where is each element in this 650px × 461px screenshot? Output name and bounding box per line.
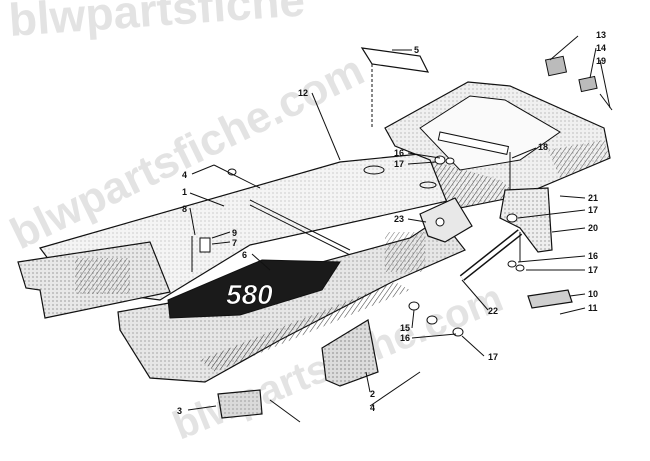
left-side-rail — [17, 241, 171, 319]
callout-4-top: 4 — [182, 170, 187, 180]
bracket-plate — [419, 197, 473, 243]
reflector-13 — [544, 55, 568, 77]
callout-4-lower: 4 — [370, 403, 375, 413]
decal-580: 580 — [167, 259, 341, 319]
axle-rod — [459, 229, 523, 281]
callout-14: 14 — [596, 43, 606, 53]
callout-15: 15 — [400, 323, 410, 333]
callout-17-top: 17 — [394, 159, 404, 169]
reflector-10 — [527, 289, 573, 309]
callout-labels: 1 2 3 4 4 5 6 7 8 9 10 11 12 13 14 15 16… — [177, 30, 606, 416]
callout-23: 23 — [394, 214, 404, 224]
callout-2: 2 — [370, 389, 375, 399]
callout-16-lower: 16 — [400, 333, 410, 343]
callout-12: 12 — [298, 88, 308, 98]
callout-20: 20 — [588, 223, 598, 233]
callout-16-top: 16 — [394, 148, 404, 158]
callout-17-right-lower: 17 — [588, 265, 598, 275]
callout-13: 13 — [596, 30, 606, 40]
callout-22: 22 — [488, 306, 498, 316]
callout-16-right: 16 — [588, 251, 598, 261]
decal-text: 580 — [226, 279, 273, 310]
callout-6: 6 — [242, 250, 247, 260]
hardware — [191, 152, 525, 337]
callout-9: 9 — [232, 228, 237, 238]
leader-lines — [187, 35, 611, 423]
bumper-assembly — [384, 81, 611, 211]
part-plate-5 — [360, 47, 430, 73]
bumper-bracket — [499, 187, 553, 253]
callout-10: 10 — [588, 289, 598, 299]
callout-3: 3 — [177, 406, 182, 416]
callout-17-lower: 17 — [488, 352, 498, 362]
mount-bracket-2 — [321, 319, 379, 387]
watermark-top: blwpartsfiche — [7, 0, 306, 46]
callout-17-right-upper: 17 — [588, 205, 598, 215]
callout-11: 11 — [588, 303, 598, 313]
callout-7: 7 — [232, 238, 237, 248]
callout-1: 1 — [182, 187, 187, 197]
callout-8: 8 — [182, 204, 187, 214]
callout-5: 5 — [414, 45, 419, 55]
callout-18: 18 — [538, 142, 548, 152]
callout-21: 21 — [588, 193, 598, 203]
callout-19: 19 — [596, 56, 606, 66]
reflector-14 — [578, 75, 598, 93]
lower-side-rail — [117, 217, 466, 383]
